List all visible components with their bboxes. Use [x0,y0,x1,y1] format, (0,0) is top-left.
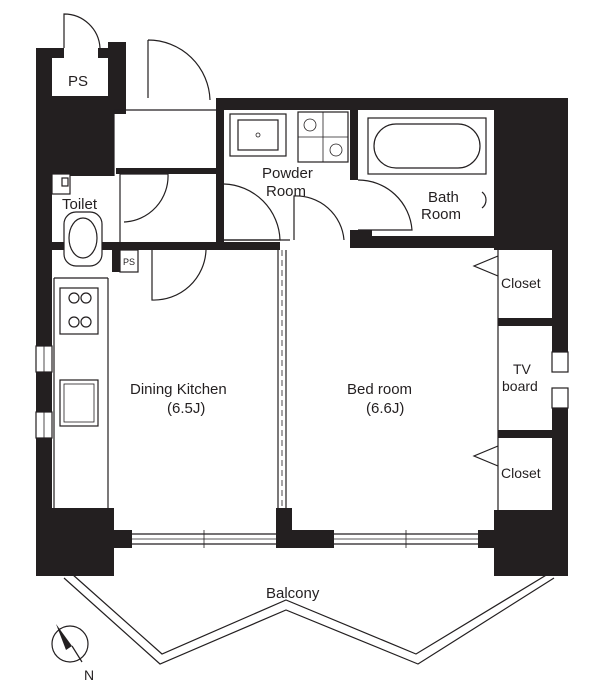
labels: PS PS Toilet Powder Room Bath Room Close… [62,73,541,602]
walls [36,42,568,576]
bed-room-label: Bed room [347,381,412,398]
dining-kitchen-size: (6.5J) [167,400,205,417]
bath-room-label-line2: Room [421,206,461,223]
thin-lines [35,109,569,548]
compass-ring [51,625,89,663]
bath-room-label-line1: Bath [428,189,459,206]
tv-board-label-line2: board [502,378,538,394]
compass-north-label: N [84,667,94,683]
ps-top-label: PS [68,73,88,90]
balcony-outline [63,573,555,665]
powder-room-label-line2: Room [266,183,306,200]
closet-lower-label: Closet [501,465,541,481]
compass: N [51,624,94,683]
north-arrow-icon [56,624,72,650]
bed-room-size: (6.6J) [366,400,404,417]
ps-small-label: PS [123,257,135,267]
doors [63,13,413,301]
dining-kitchen-label: Dining Kitchen [130,381,227,398]
fixtures [51,111,487,508]
toilet-label: Toilet [62,196,98,213]
powder-room-label-line1: Powder [262,165,313,182]
tv-board-label-line1: TV [513,361,532,377]
balcony-label: Balcony [266,585,320,602]
closet-upper-label: Closet [501,275,541,291]
